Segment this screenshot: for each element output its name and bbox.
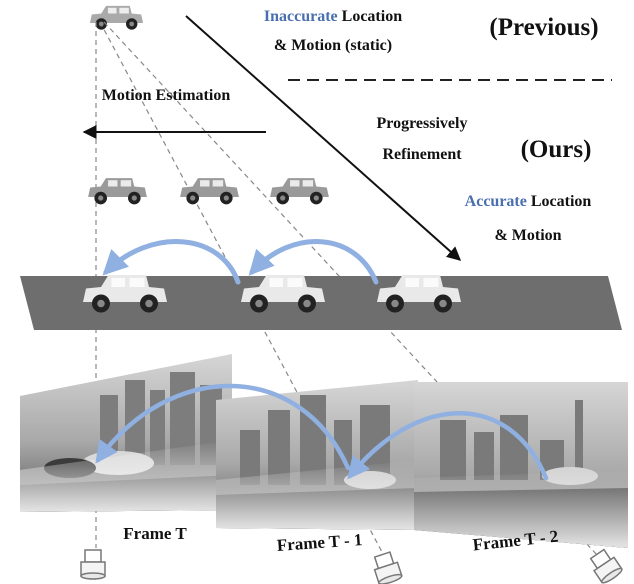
road-plane <box>20 276 622 330</box>
ours-tag: (Ours) <box>521 136 592 163</box>
frame-label-t-minus-1: Frame T - 1 <box>276 530 363 555</box>
camera-icon <box>370 550 404 584</box>
car-icon <box>180 178 239 205</box>
camera-icon <box>80 549 106 580</box>
camera-icon <box>586 546 625 584</box>
motion-arcs <box>102 239 379 285</box>
progressive-label-line2: Refinement <box>382 146 462 163</box>
ours-desc-line1: Accurate Location <box>465 193 592 210</box>
frame-image-t-minus-2 <box>414 382 628 548</box>
frame-image-t <box>20 354 232 512</box>
accurate-word: Accurate <box>465 193 527 210</box>
car-icon <box>89 5 144 30</box>
location-word: Location <box>527 193 592 210</box>
progressive-refinement-arrow <box>185 15 462 261</box>
previous-desc-line2: & Motion (static) <box>274 37 392 54</box>
car-icon <box>270 178 329 205</box>
progressive-label-line1: Progressively <box>377 115 468 132</box>
motion-estimation-label: Motion Estimation <box>102 87 231 104</box>
frame-image-t-minus-1 <box>216 380 418 530</box>
car-icon <box>88 178 147 205</box>
location-word: Location <box>338 8 403 25</box>
previous-tag: (Previous) <box>489 14 598 41</box>
inaccurate-word: Inaccurate <box>264 8 338 25</box>
previous-desc-line1: Inaccurate Location <box>264 8 402 25</box>
image-motion-arcs <box>95 383 549 481</box>
ours-desc-line2: & Motion <box>494 227 561 244</box>
frame-label-t: Frame T <box>123 524 187 543</box>
